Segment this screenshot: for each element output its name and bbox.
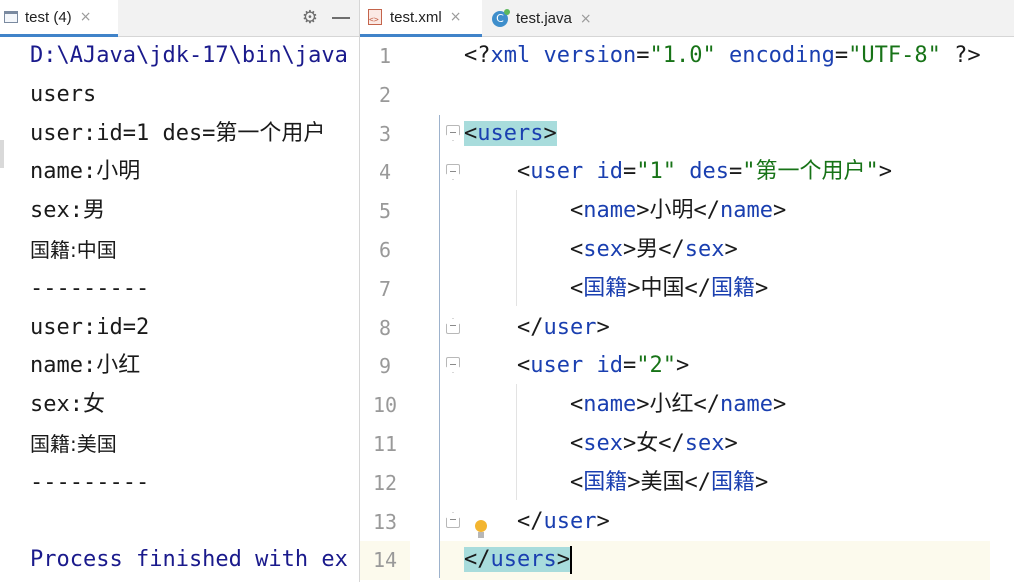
code-line: <?xml version="1.0" encoding="UTF-8" ?> [464,43,981,68]
console-line: sex:女 [30,392,105,418]
fold-toggle-icon[interactable] [446,125,460,141]
code-line: </user> [516,314,610,340]
code-line: <name>小红</name> [569,392,787,418]
console-line-exit: Process finished with ex [30,547,348,573]
tab-test-xml[interactable]: test.xml × [360,0,482,37]
line-number: 3 [378,121,392,146]
line-number-gutter[interactable]: 1 2 3 4 5 6 7 8 9 10 11 12 13 14 [360,37,438,582]
code-line: <user id="1" des="第一个用户"> [516,159,892,185]
minimize-icon[interactable] [332,17,350,19]
tab-test-java[interactable]: C test.java × [484,0,604,37]
fold-toggle-icon[interactable] [446,318,460,334]
indent-guide [516,384,517,500]
line-number: 2 [378,82,392,107]
line-number: 13 [372,509,398,534]
lightbulb-icon[interactable] [474,520,488,542]
code-line: <sex>男</sex> [569,237,738,262]
console-line: name:小红 [30,353,141,379]
fold-toggle-icon[interactable] [446,357,460,373]
gear-icon[interactable]: ⚙ [301,7,319,28]
code-line: <sex>女</sex> [569,431,738,456]
indent-guide [516,190,517,306]
code-line: <name>小明</name> [569,198,787,224]
line-number: 6 [378,238,392,262]
console-line: user:id=1 des=第一个用户 [30,115,359,154]
code-line: <国籍>中国</国籍> [569,275,769,301]
xml-file-icon [368,9,382,25]
line-number: 8 [378,315,392,340]
scroll-marker [0,140,4,168]
close-icon[interactable]: × [449,9,462,25]
line-number: 10 [372,393,398,418]
run-console-icon [4,11,18,23]
run-tool-window: test (4) × ⚙ D:\AJava\jdk-17\bin\java us… [0,0,360,582]
close-icon[interactable]: × [79,9,92,25]
editor-tab-bar: test.xml × C test.java × [360,0,1014,37]
console-separator: --------- [30,469,150,495]
gutter-divider [439,115,440,578]
console-line: 国籍:中国 [30,237,117,262]
run-tab-bar: test (4) × ⚙ [0,0,359,37]
line-number: 12 [372,470,398,495]
line-number: 7 [378,276,392,301]
run-tab-test[interactable]: test (4) × [0,0,118,37]
code-line: <国籍>美国</国籍> [569,469,769,495]
console-line: sex:男 [30,198,105,224]
close-icon[interactable]: × [579,10,592,27]
code-line: <user id="2"> [516,353,690,379]
line-number: 5 [378,199,392,224]
code-line-current: </users> [440,541,990,581]
text-caret [569,546,572,575]
run-tab-label: test (4) [25,8,72,26]
console-line-command: D:\AJava\jdk-17\bin\java [30,43,348,68]
console-output[interactable]: D:\AJava\jdk-17\bin\java users user:id=1… [30,37,359,580]
code-line: </user> [516,508,610,534]
line-number: 9 [378,354,392,379]
console-line: 国籍:美国 [30,431,117,456]
fold-toggle-icon[interactable] [446,164,460,180]
java-class-icon: C [492,8,510,27]
console-line-empty [30,503,359,542]
tab-label: test.xml [390,8,442,26]
fold-toggle-icon[interactable] [446,512,460,528]
line-number: 1 [378,44,392,68]
line-number: 11 [372,432,398,456]
tab-label: test.java [516,10,572,27]
console-line: users [30,81,97,107]
line-number: 4 [378,160,392,185]
console-separator: --------- [30,275,150,301]
line-number-current: 14 [360,541,410,581]
console-line: name:小明 [30,159,141,185]
xml-editor: test.xml × C test.java × 1 2 3 4 5 6 7 8… [360,0,1014,582]
code-line: <users> [464,120,557,146]
console-text: user:id=1 des=第一个用户 [30,120,326,146]
console-line: user:id=2 [30,314,150,340]
